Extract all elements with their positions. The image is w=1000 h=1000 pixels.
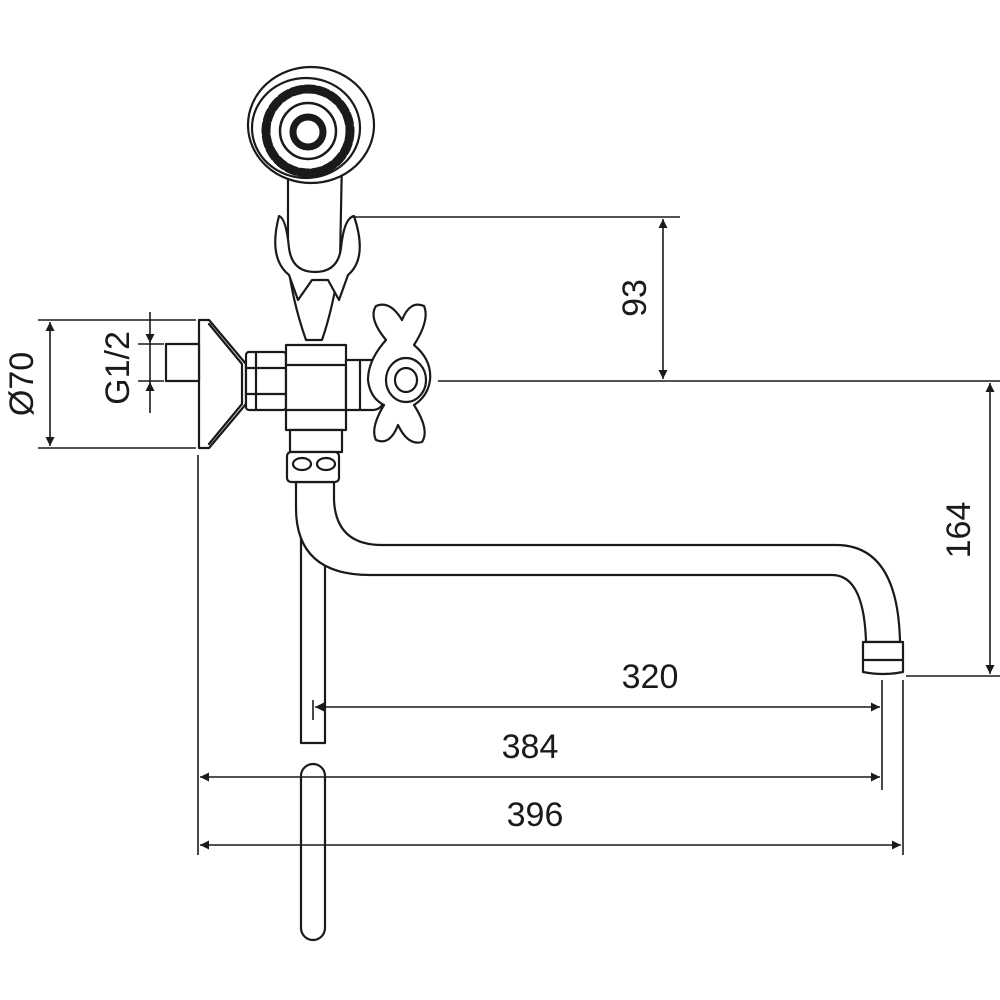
dim-label-396: 396 bbox=[507, 796, 564, 834]
dim-label-93: 93 bbox=[616, 279, 654, 317]
wall-pipe-lower bbox=[299, 762, 327, 942]
dim-label-g12: G1/2 bbox=[99, 331, 137, 405]
dim-label-164: 164 bbox=[940, 502, 978, 559]
valve-body bbox=[284, 343, 348, 432]
spout-pipe bbox=[294, 480, 902, 644]
dimension-labels: Ø70 G1/2 93 164 320 384 396 bbox=[3, 279, 978, 834]
spout-aerator bbox=[861, 640, 905, 676]
dim-label-d70: Ø70 bbox=[3, 352, 41, 416]
handle-holder bbox=[274, 214, 361, 302]
faucet-body bbox=[164, 65, 905, 942]
diverter-collar bbox=[288, 428, 344, 454]
cross-handle bbox=[366, 303, 432, 444]
inlet-pipe bbox=[164, 342, 201, 383]
handle-stem bbox=[286, 156, 344, 342]
hex-nut bbox=[244, 350, 288, 412]
dim-label-384: 384 bbox=[502, 728, 559, 766]
dimension-lines bbox=[38, 216, 1000, 855]
dim-label-320: 320 bbox=[622, 658, 679, 696]
